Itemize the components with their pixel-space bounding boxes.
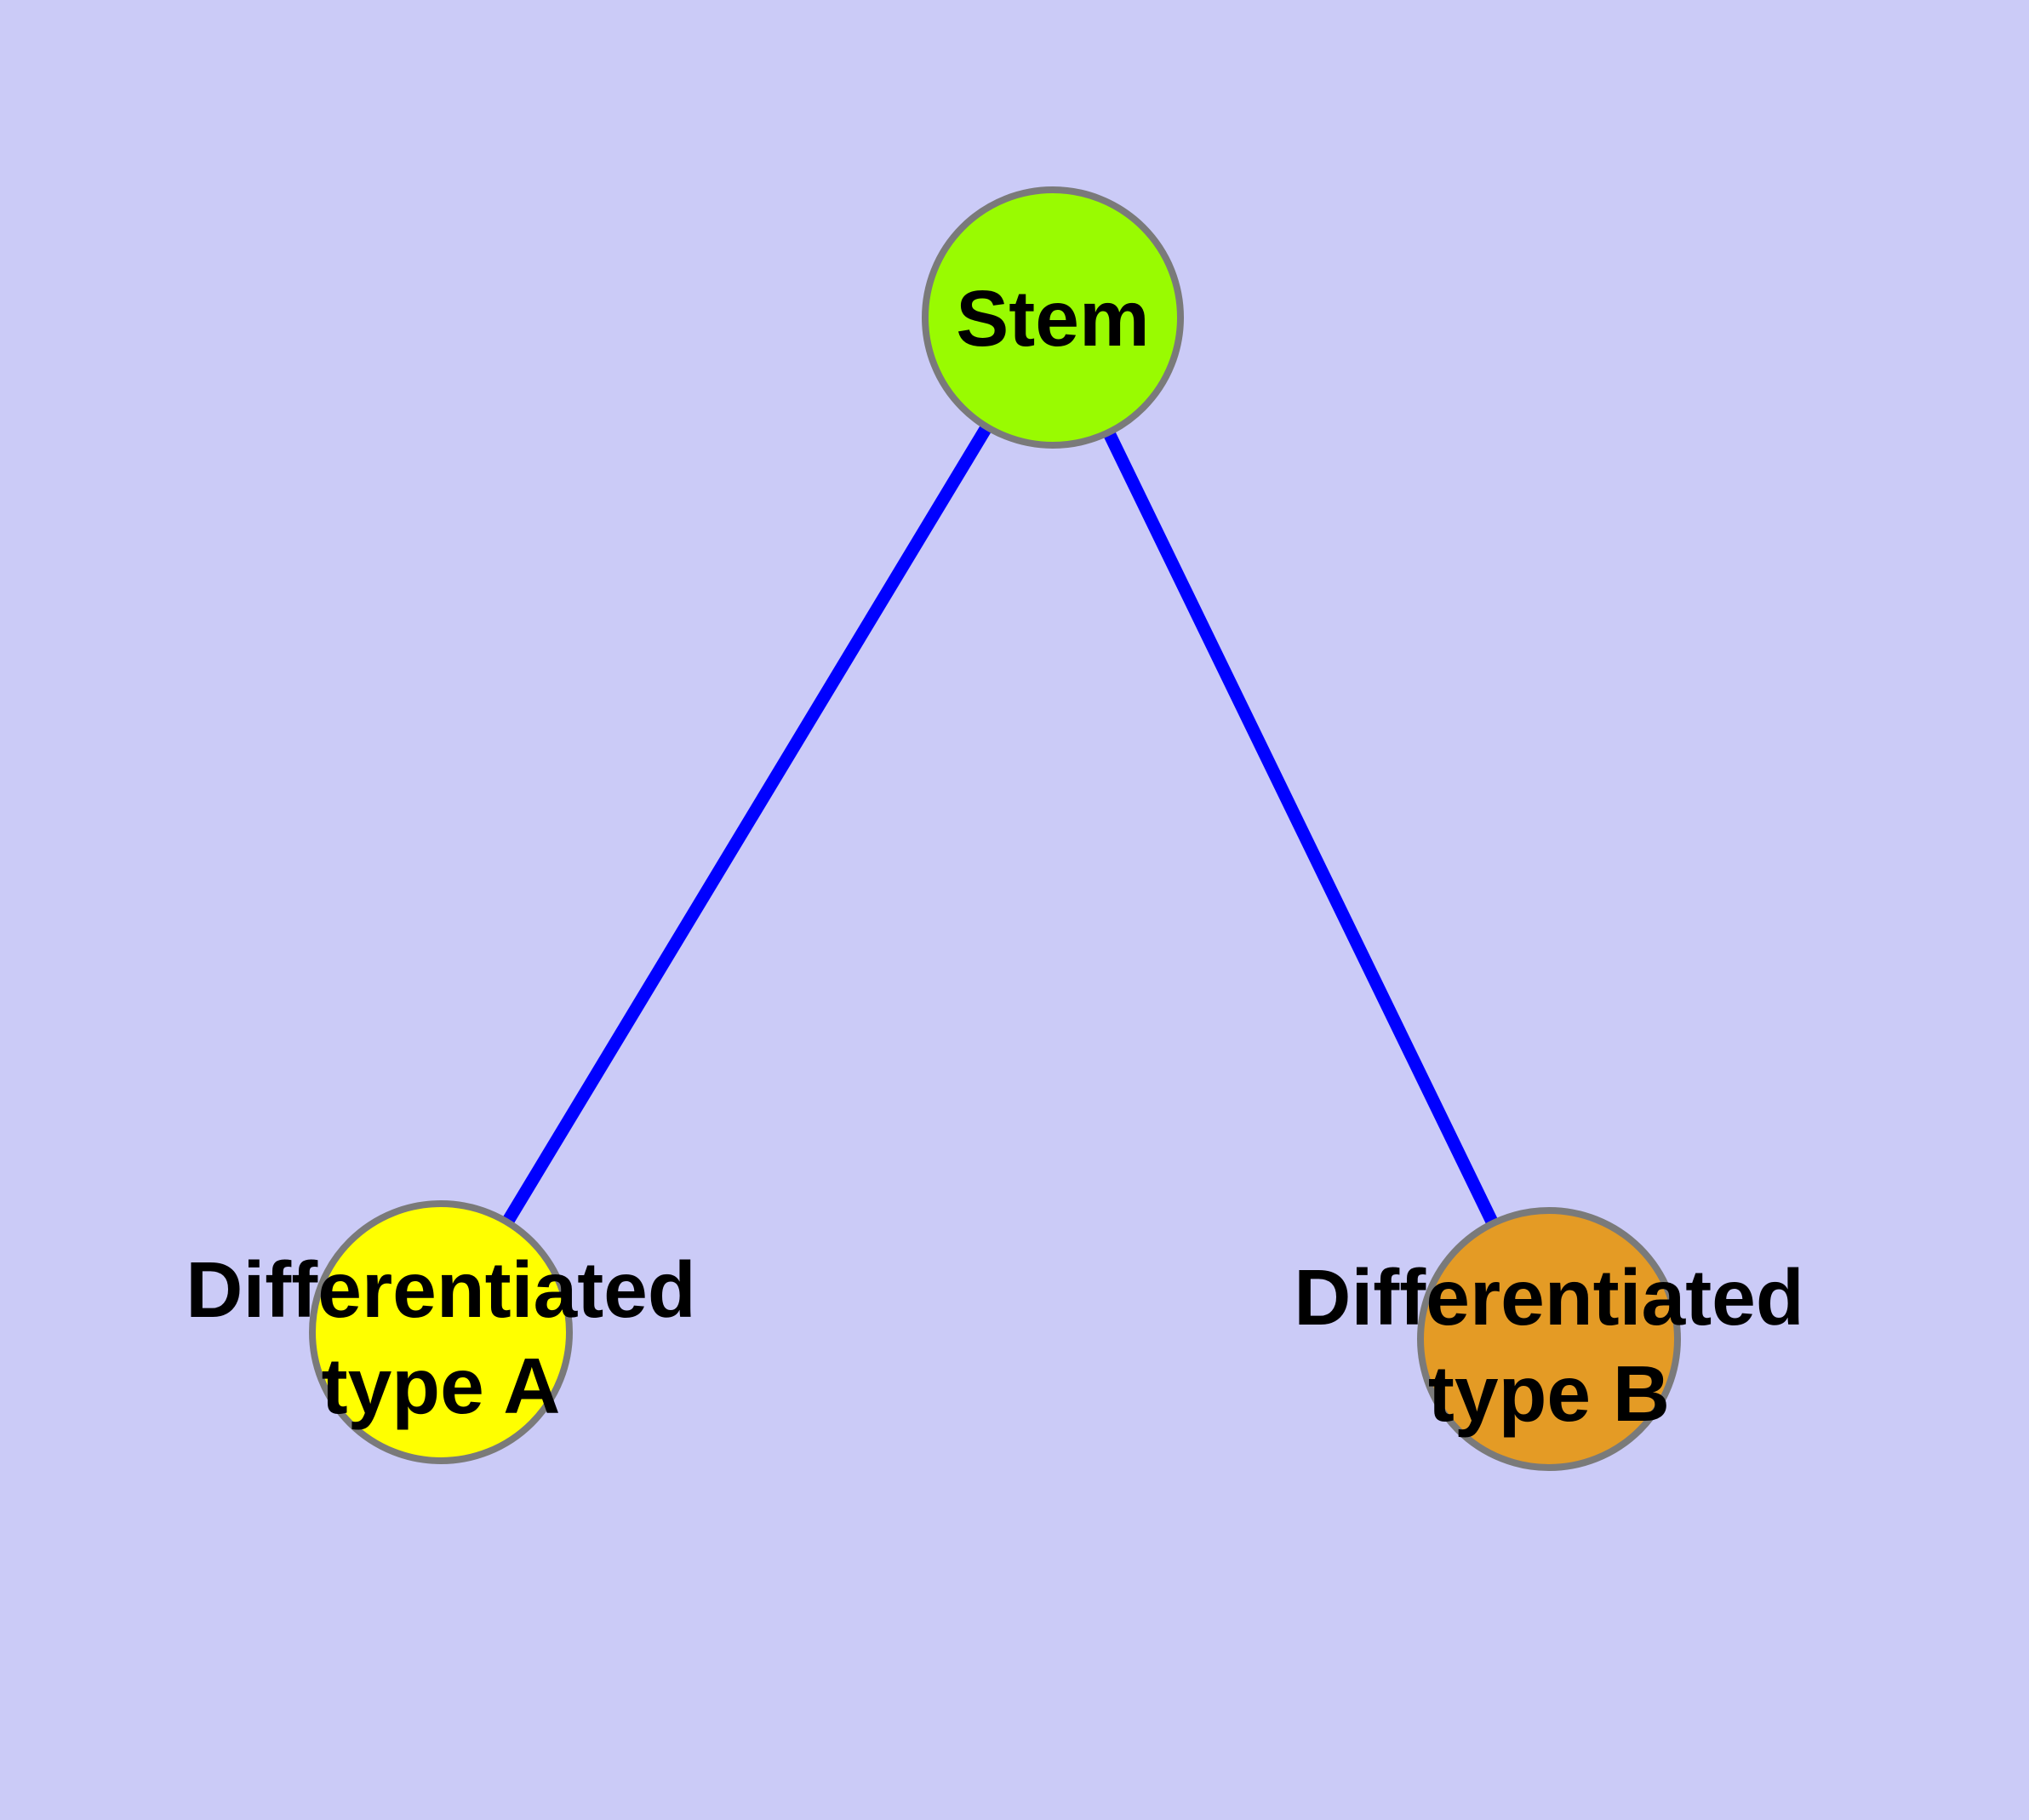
node-type-a-label-line2: type A <box>322 1342 561 1430</box>
node-type-a-label-line1: Differentiated <box>186 1245 695 1334</box>
node-type-b-label-line2: type B <box>1428 1349 1670 1438</box>
node-stem <box>922 186 1184 449</box>
node-differentiated-type-b <box>1417 1207 1681 1471</box>
edge-stem-to-type-a <box>435 314 1059 1336</box>
node-type-b-label-line1: Differentiated <box>1294 1253 1803 1342</box>
node-stem-label: Stem <box>956 274 1149 363</box>
node-differentiated-type-a <box>309 1200 573 1464</box>
edge-stem-to-type-b <box>1047 314 1555 1342</box>
